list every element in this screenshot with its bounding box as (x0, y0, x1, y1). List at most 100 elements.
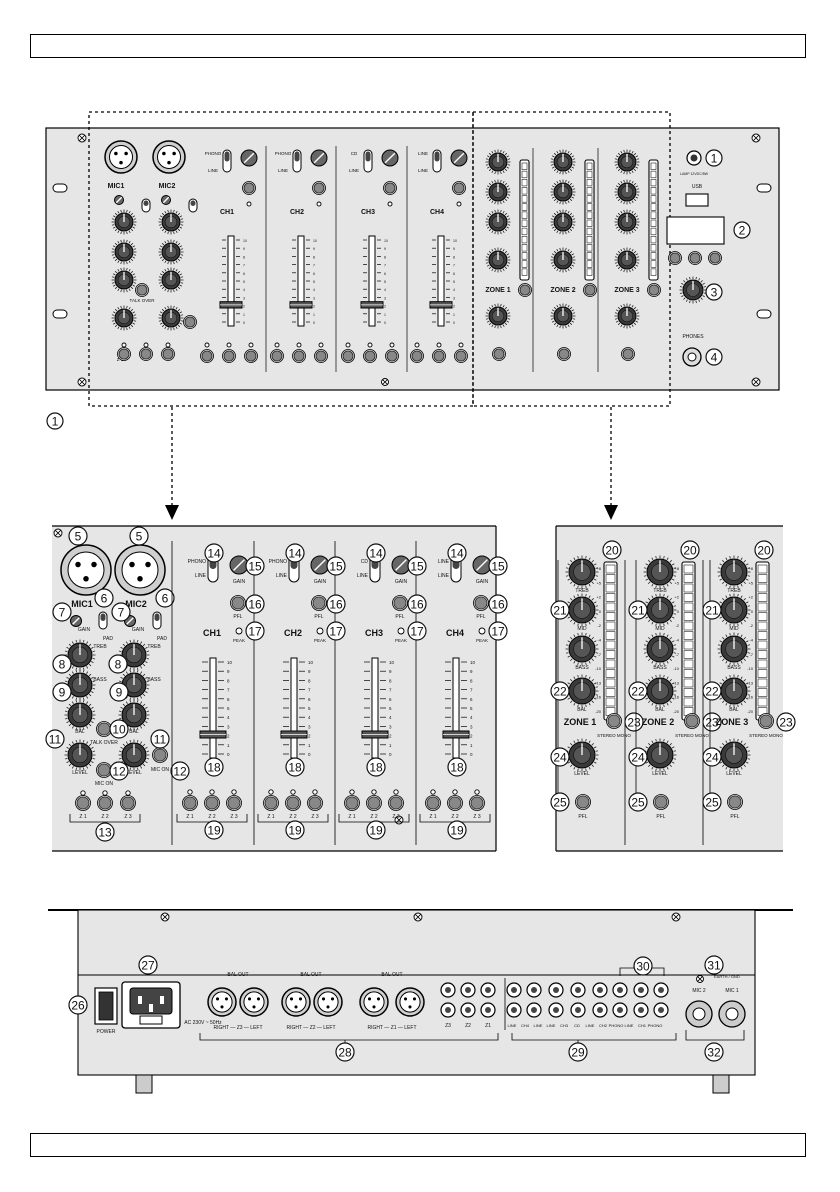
knob-tick (559, 325, 561, 329)
knob-tick (722, 764, 725, 767)
knob-tick (117, 326, 120, 330)
mic-level-label: LEVEL (72, 770, 88, 776)
knob-tick (122, 673, 126, 677)
knob-tick (71, 671, 74, 674)
knob-tick (129, 767, 132, 771)
knob-tick (179, 311, 183, 314)
channel-input-select-label: CD (351, 151, 358, 156)
knob-tick (648, 764, 651, 767)
knob-tick (683, 280, 686, 283)
knob-tick (648, 679, 651, 682)
channel-zone-button (366, 795, 382, 811)
channel-input-switch (363, 149, 373, 173)
fader-scale-label: 7 (470, 688, 473, 693)
rca-input-label: LINE (586, 1023, 595, 1028)
knob-tick (629, 209, 631, 213)
knob-tick (565, 644, 569, 646)
button-cap (205, 796, 219, 810)
channel-gain-knob (472, 555, 492, 575)
xlr-pin (172, 151, 176, 156)
meter-segment (605, 678, 616, 688)
knob-tick (617, 212, 621, 216)
knob-tick (729, 674, 731, 678)
knob-tick (572, 194, 576, 196)
knob-tick (617, 228, 621, 232)
callout-marker: 6 (94, 588, 114, 608)
knob-tick (631, 230, 634, 234)
xlr-pin (252, 1005, 256, 1009)
meter-segment (521, 227, 528, 236)
meter-scale-label: +2 (674, 595, 679, 600)
peak-led (316, 201, 322, 207)
rca-jack-center (575, 987, 581, 993)
knob-tick (140, 671, 143, 674)
callout-number: 15 (410, 560, 424, 574)
knob-tick (494, 201, 496, 205)
led-indicator (393, 789, 399, 795)
knob-tick (633, 152, 637, 156)
knob-tick (133, 218, 137, 220)
knob-tick (743, 764, 746, 767)
meter-segment (586, 244, 593, 252)
knob-tick (111, 224, 115, 226)
meter-segment (683, 697, 694, 707)
callout-marker: 25 (628, 792, 648, 812)
meter-segment (586, 195, 593, 203)
callout-number: 5 (75, 530, 82, 544)
knob-tick (504, 168, 508, 172)
callout-circle (447, 757, 467, 777)
knob-tick (577, 632, 579, 636)
knob-tick (502, 304, 505, 308)
knob-pointer (313, 152, 325, 164)
knob-tick (722, 598, 725, 601)
knob-tick (588, 702, 591, 706)
knob-tick (573, 766, 576, 770)
callout-marker: 18 (204, 757, 224, 777)
knob-tick (565, 201, 567, 205)
callout-circle (705, 283, 723, 301)
knob-tick (122, 643, 126, 647)
rear-mic-jack-hole (725, 1007, 739, 1021)
rca-input-label: CH2 (599, 1023, 608, 1028)
knob-tick (504, 182, 508, 186)
knob-tick (75, 697, 78, 701)
knob-tick (617, 168, 621, 172)
callout-number: 14 (288, 547, 302, 561)
knob-tick (663, 674, 665, 678)
meter-segment (521, 162, 528, 170)
meter-scale-label: -16 (673, 695, 680, 700)
knob-tick (689, 276, 691, 280)
rca-jack-center (597, 1007, 603, 1013)
callout-marker: 21 (702, 600, 722, 620)
knob-tick (180, 224, 184, 226)
channel-name-label: CH1 (220, 209, 234, 216)
fader-scale-label: 3 (384, 296, 386, 300)
knob-tick (569, 250, 573, 254)
knob-tick (725, 676, 728, 680)
knob-tick (486, 155, 490, 158)
knob-tick (161, 258, 165, 262)
knob-tick (669, 764, 672, 767)
knob-tick (651, 702, 654, 706)
meter-segment (683, 678, 694, 688)
channel-gain-knob (310, 555, 330, 575)
knob-tick (551, 166, 555, 169)
knob-tick (71, 766, 74, 769)
meter-scale-label: -13 (673, 680, 680, 685)
xlr-face (317, 991, 339, 1013)
knob-tick (142, 663, 146, 667)
knob-tick (551, 196, 555, 199)
knob-tick (136, 697, 139, 701)
knob-tick (556, 200, 559, 204)
knob-tick (159, 215, 163, 218)
knob-tick (740, 702, 743, 706)
button-cap (448, 796, 462, 810)
button-cap (426, 796, 440, 810)
zone-select-label: Z 3 (124, 814, 131, 820)
usb-label: USB (692, 184, 703, 190)
channel-name-label: CH2 (290, 209, 304, 216)
knob-tick (504, 266, 508, 270)
knob-tick (491, 210, 494, 214)
knob-tick (136, 667, 139, 671)
